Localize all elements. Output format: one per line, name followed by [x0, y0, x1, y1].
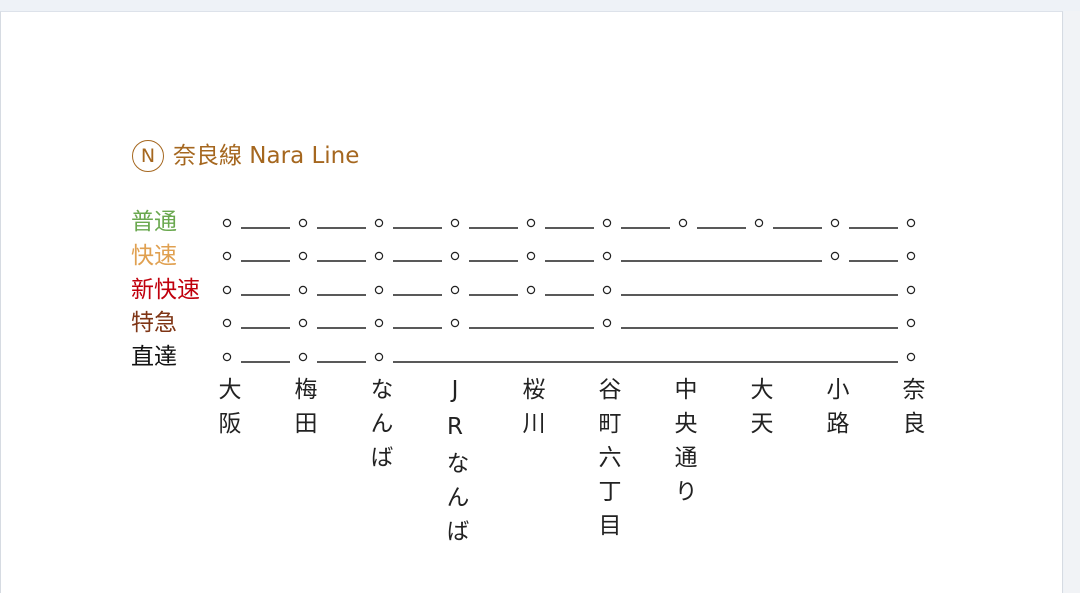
station-name-daiten: 大天	[746, 377, 772, 445]
stop-circle	[450, 318, 460, 328]
circled-n-icon: N	[132, 140, 164, 172]
diagram-title: 奈良線 Nara Line	[173, 143, 360, 169]
stop-circle	[526, 285, 536, 295]
stop-circle	[678, 218, 688, 228]
stop-circle	[754, 218, 764, 228]
station-name-umeda: 梅田	[290, 377, 316, 445]
stop-circle	[222, 251, 232, 261]
station-name-chuo-dori: 中央通り	[670, 377, 696, 513]
station-name-koji: 小路	[822, 377, 848, 445]
stop-circle	[374, 352, 384, 362]
stop-circle	[298, 218, 308, 228]
station-name-sakuragawa: 桜川	[518, 377, 544, 445]
stop-circle	[450, 285, 460, 295]
stop-circle	[602, 251, 612, 261]
stop-circle	[830, 251, 840, 261]
stop-circle	[526, 218, 536, 228]
service-label-limited-express: 特急	[131, 310, 177, 336]
stop-circle	[450, 251, 460, 261]
stop-circle	[222, 352, 232, 362]
stop-circle	[374, 285, 384, 295]
stop-circle	[602, 218, 612, 228]
stop-circle	[526, 251, 536, 261]
stop-circle	[602, 285, 612, 295]
stop-circle	[906, 251, 916, 261]
service-label-direct: 直達	[131, 344, 177, 370]
service-label-local: 普通	[131, 209, 177, 235]
service-label-special-rapid: 新快速	[131, 277, 200, 303]
stop-circle	[298, 352, 308, 362]
stop-circle	[222, 218, 232, 228]
stop-circle	[450, 218, 460, 228]
service-label-rapid: 快速	[131, 243, 177, 269]
stop-circle	[906, 352, 916, 362]
document-sheet	[0, 11, 1063, 593]
stop-circle	[374, 251, 384, 261]
stop-circle	[602, 318, 612, 328]
station-name-namba: なんば	[366, 377, 392, 479]
stop-circle	[830, 218, 840, 228]
stop-circle	[222, 318, 232, 328]
station-name-nara: 奈良	[898, 377, 924, 445]
stop-circle	[298, 251, 308, 261]
stop-circle	[298, 318, 308, 328]
stop-circle	[374, 318, 384, 328]
station-name-tanimachi-6-chome: 谷町六丁目	[594, 377, 620, 547]
stop-circle	[222, 285, 232, 295]
station-name-osaka: 大阪	[214, 377, 240, 445]
scroll-gutter	[1064, 11, 1080, 593]
station-name-jr-namba: JRなんば	[442, 377, 468, 553]
stop-circle	[906, 318, 916, 328]
stop-circle	[298, 285, 308, 295]
stop-circle	[906, 285, 916, 295]
stop-circle	[374, 218, 384, 228]
stop-circle	[906, 218, 916, 228]
